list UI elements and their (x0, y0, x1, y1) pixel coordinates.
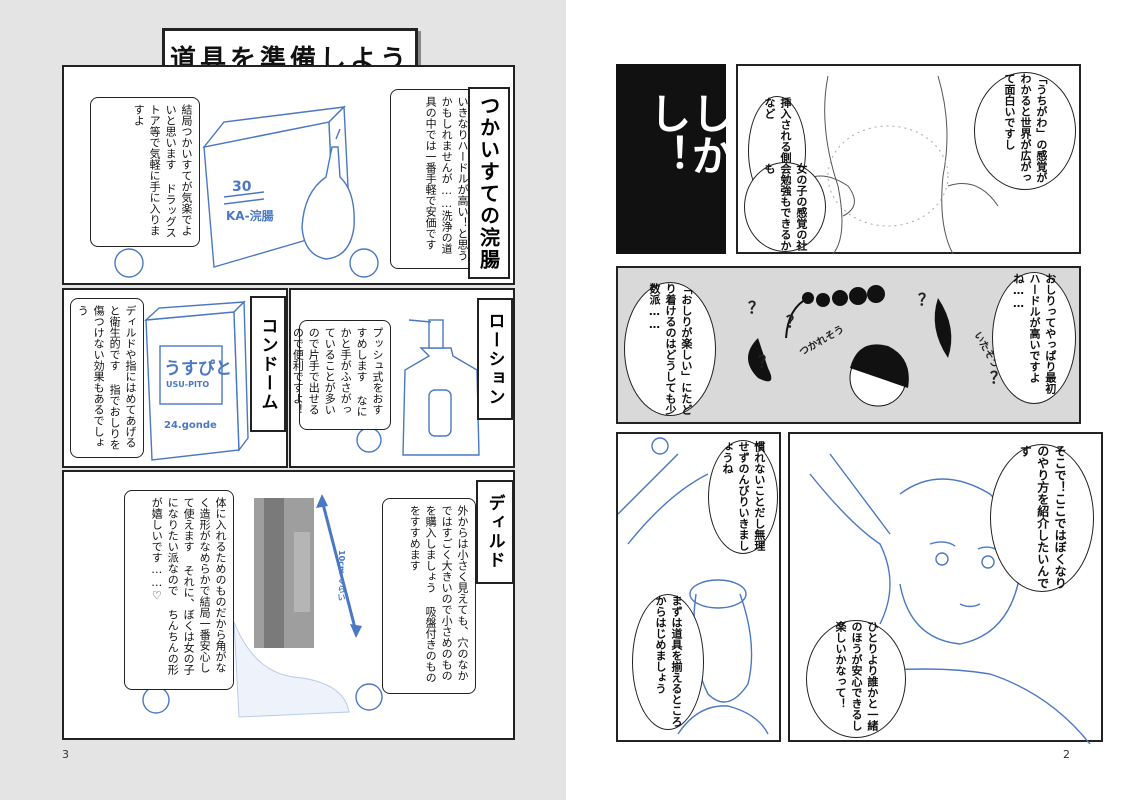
panel-dildo: 10cm くらい 外からは小さく見えても、穴のなかではすごく大きいので小さめのも… (62, 470, 515, 740)
toys-sketch (748, 285, 952, 407)
speech-bubble-onnanoko: 女の子の感覚の社会勉強もできるかも (744, 162, 826, 252)
panel-shikashi: しかし！ (616, 64, 734, 254)
label-dildo: ディルド (476, 480, 514, 584)
panel-condom: うすぴと USU-PITO 24.gonde ディルドや指にはめてあげると衛生的… (62, 288, 288, 468)
speech-bubble-lotion: プッシュ式をおすすめします なにかと手がふさがっていることが多いので片手で出せる… (291, 320, 391, 430)
lotion-illustration (356, 319, 480, 456)
condom-box-text-1: うすぴと (164, 359, 232, 379)
question-mark-5: ？ (758, 352, 775, 371)
speech-bubble-shoukai: そこで！ここではぼくなりのやり方を紹介したいんです (990, 444, 1094, 592)
condom-box-text-2: USU-PITO (166, 380, 210, 389)
speech-bubble-condom: ディルドや指にはめてあげると衛生的です 指でおしりを傷つけない効果もあるでしょう (70, 298, 144, 458)
speech-bubble-dildo-a: 外からは小さく見えても、穴のなかではすごく大きいので小さめのものを購入しましょう… (382, 498, 476, 694)
question-mark-1: ？ (748, 298, 765, 317)
label-condom: コンドーム (250, 296, 286, 432)
right-page: しかし！ 「うちがわ」の感覚がわかると世界が広がって面白いですし 挿入される側の… (566, 0, 1131, 800)
dildo-illustration (142, 494, 383, 718)
body-sketch (797, 75, 999, 255)
panel-body: 「うちがわ」の感覚がわかると世界が広がって面白いですし 挿入される側の負担など … (736, 64, 1081, 255)
speech-bubble-enema-b: 結局つかいすてが気楽でよいと思います ドラッグストア等で気軽に手に入りますよ (90, 97, 200, 247)
condom-illustration (144, 300, 249, 461)
shikashi-text: しかし！ (643, 92, 734, 176)
label-lotion: ローション (477, 298, 513, 420)
speech-bubble-isshoni: ひとりより誰かと一緒のほうが安心できるし楽しいかなって！ (806, 620, 906, 738)
label-enema: つかいすての浣腸 (468, 87, 510, 279)
speech-bubble-nonbiri: 慣れないことだし無理せずのんびりいきましょうね (708, 440, 778, 554)
speech-bubble-enema-a: いきなりハードルが高い！と思うかもしれませんが……洗浄の道具の中では一番手軽で安… (390, 89, 476, 269)
enema-box-text-1: 30 (232, 179, 252, 195)
enema-illustration (114, 105, 379, 278)
panel-hurdle: つかれそう いたそう ？ ？ ？ ？ ？ おしりってやっぱり最初ハードルが高いで… (616, 266, 1081, 424)
panel-lotion: プッシュ式をおすすめします なにかと手がふさがっていることが多いので片手で出せる… (289, 288, 515, 468)
page-number-right: 2 (1063, 748, 1070, 761)
left-page: 道具を準備しよう 30 KA-浣腸 いきなりハードルが高い！と思うかもしれません… (0, 0, 566, 800)
panel-pointing: そこで！ここではぼくなりのやり方を紹介したいんです ひとりより誰かと一緒のほうが… (788, 432, 1103, 744)
enema-box-text-2: KA-浣腸 (226, 209, 274, 223)
page-number-left: 3 (62, 748, 69, 761)
speech-bubble-dougu: まずは道具を揃えるところからはじめましょう (632, 594, 704, 730)
speech-bubble-shousuuha: 「おしりが楽しい」にたどり着けるのはどうしても少数派…… (624, 282, 716, 416)
hat-character-sketch (618, 437, 769, 735)
panel-hat-character: 慣れないことだし無理せずのんびりいきましょうね まずは道具を揃えるところからはじ… (616, 432, 781, 742)
condom-box-text-3: 24.gonde (164, 420, 217, 431)
question-mark-2: ？ (786, 312, 803, 331)
speech-bubble-hurdle: おしりってやっぱり最初ハードルが高いですよね…… (992, 272, 1076, 404)
panel-enema: 30 KA-浣腸 いきなりハードルが高い！と思うかもしれませんが……洗浄の道具の… (62, 65, 515, 285)
speech-bubble-dildo-b: 体に入れるためのものだから角がなく造形がなめらかで結局一番安心して使えます それ… (124, 490, 234, 690)
question-mark-3: ？ (918, 290, 935, 309)
speech-bubble-uchigawa: 「うちがわ」の感覚がわかると世界が広がって面白いですし (974, 72, 1076, 190)
dildo-measure-label: 10cm くらい (337, 550, 346, 601)
